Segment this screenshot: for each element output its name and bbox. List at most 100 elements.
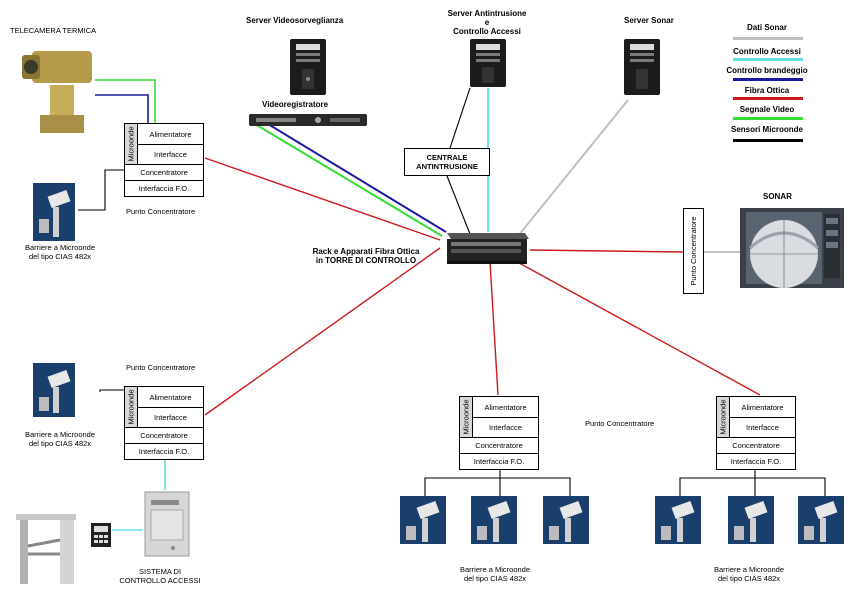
server-sonar-icon (624, 39, 660, 95)
microwave-side-label: Microonde (126, 389, 136, 425)
concentrator-cell: Concentratore (716, 437, 796, 454)
thermal-camera-title: TELECAMERA TERMICA (10, 26, 97, 35)
barrier-icon-5 (543, 496, 589, 544)
barriers-label-2: Barriere a Microonde del tipo CIAS 482x (15, 430, 105, 448)
barrier-icon-4 (471, 496, 517, 544)
barriers-label-3-line1: Barriere a Microonde (459, 565, 531, 574)
access-control-panel-icon (144, 491, 190, 557)
server-video-title: Server Videosorveglianza (246, 16, 344, 25)
video-recorder-icon (249, 114, 367, 126)
barrier-icon-7 (728, 496, 774, 544)
concentrator-cell: Concentratore (459, 437, 539, 454)
server-intrusion-icon (470, 39, 506, 87)
fo-interface-cell: Interfaccia F.O. (716, 453, 796, 470)
legend-swatch-ptz (733, 78, 803, 81)
barrier-icon-3 (400, 496, 446, 544)
server-sonar-title: Server Sonar (624, 16, 674, 25)
centrale-label: CENTRALE ANTINTRUSIONE (416, 153, 478, 171)
concentrator-box-2: Microonde Alimentatore Interfacce Concen… (124, 386, 204, 460)
server-intrusion-title-line2: e (484, 18, 490, 28)
legend-swatch-access-control (733, 58, 803, 61)
barrier-icon-2 (33, 363, 75, 417)
legend-swatch-sonar-data (733, 37, 803, 40)
power-supply-cell: Alimentatore (472, 396, 539, 418)
microwave-sensor-lines (78, 87, 826, 498)
microwave-side-label-box: Microonde (716, 396, 730, 438)
legend-label-sonar-data: Dati Sonar (746, 23, 787, 32)
access-system-title-line2: CONTROLLO ACCESSI (119, 575, 201, 585)
barriers-label-4: Barriere a Microonde del tipo CIAS 482x (704, 565, 794, 583)
access-system-title: SISTEMA DI CONTROLLO ACCESSI (105, 567, 215, 585)
interfaces-cell: Interfacce (137, 407, 204, 428)
barriers-label-2-line1: Barriere a Microonde (24, 430, 96, 439)
video-recorder-title: Videoregistratore (262, 100, 329, 109)
legend-label-fiber: Fibra Ottica (744, 86, 790, 95)
ptz-line-camera (95, 94, 149, 123)
barriers-label-3: Barriere a Microonde del tipo CIAS 482x (450, 565, 540, 583)
barrier-icon-8 (798, 496, 844, 544)
video-line-rack (254, 123, 443, 237)
punto-concentratore-label-1: Punto Concentratore (126, 207, 196, 216)
barriers-label-4-line2: del tipo CIAS 482x (717, 573, 781, 583)
server-intrusion-title-line1: Server Antintrusione (447, 9, 527, 18)
concentrator-cell: Concentratore (124, 427, 204, 444)
concentrator-box-4: Microonde Alimentatore Interfacce Concen… (716, 396, 796, 470)
sonar-screen-icon (740, 208, 844, 288)
server-video-icon (290, 39, 326, 95)
card-reader-icon (91, 523, 111, 547)
sonar-title: SONAR (763, 192, 792, 201)
legend-swatch-fiber (733, 97, 803, 100)
barriers-label-3-line2: del tipo CIAS 482x (463, 573, 527, 583)
legend-label-access-control: Controllo Accessi (733, 47, 801, 56)
microwave-side-label: Microonde (718, 399, 728, 435)
thermal-camera-icon (22, 51, 92, 133)
barrier-icon-1 (33, 183, 75, 241)
microwave-side-label: Microonde (461, 399, 471, 435)
barriers-label-1: Barriere a Microonde del tipo CIAS 482x (15, 243, 105, 261)
punto-concentratore-vertical-box: Punto Concentratore (683, 208, 704, 294)
microwave-side-label-box: Microonde (459, 396, 473, 438)
microwave-side-label: Microonde (126, 126, 136, 162)
legend-label-microwave: Sensori Microonde (730, 125, 803, 134)
legend-label-video: Segnale Video (739, 105, 795, 114)
punto-concentratore-label-2: Punto Concentratore (126, 363, 196, 372)
interfaces-cell: Interfacce (472, 417, 539, 438)
fiber-rack-icon (447, 233, 529, 264)
ptz-line-rack (267, 123, 447, 233)
legend-swatch-video (733, 117, 803, 120)
server-intrusion-title-line3: Controllo Accessi (453, 27, 521, 37)
rack-title-line2: in TORRE DI CONTROLLO (315, 256, 417, 266)
fo-interface-cell: Interfaccia F.O. (459, 453, 539, 470)
video-line-camera (95, 79, 156, 123)
legend-label-ptz: Controllo brandeggio (726, 66, 808, 75)
microwave-side-label-box: Microonde (124, 386, 138, 428)
centrale-antintrusione-box: CENTRALE ANTINTRUSIONE (404, 148, 490, 176)
barriers-label-1-line1: Barriere a Microonde (24, 243, 96, 252)
power-supply-cell: Alimentatore (137, 386, 204, 408)
barrier-icon-6 (655, 496, 701, 544)
concentrator-box-3: Microonde Alimentatore Interfacce Concen… (459, 396, 539, 470)
interfaces-cell: Interfacce (729, 417, 796, 438)
server-intrusion-title: Server Antintrusione e Controllo Accessi (432, 9, 542, 37)
power-supply-cell: Alimentatore (729, 396, 796, 418)
fiber-optic-lines (204, 157, 761, 416)
fo-interface-cell: Interfaccia F.O. (124, 180, 204, 197)
fo-interface-cell: Interfaccia F.O. (124, 443, 204, 460)
punto-concentratore-vertical-label: Punto Concentratore (688, 216, 698, 286)
punto-concentratore-label-3: Punto Concentratore (585, 419, 655, 428)
turnstile-icon (16, 514, 76, 584)
power-supply-cell: Alimentatore (137, 123, 204, 145)
access-system-title-line1: SISTEMA DI (138, 567, 182, 576)
legend-swatch-microwave (733, 139, 803, 142)
microwave-side-label-box: Microonde (124, 123, 138, 165)
rack-title-line1: Rack e Apparati Fibra Ottica (312, 247, 420, 256)
barriers-label-1-line2: del tipo CIAS 482x (28, 251, 92, 261)
concentrator-cell: Concentratore (124, 164, 204, 181)
rack-title: Rack e Apparati Fibra Ottica in TORRE DI… (306, 247, 426, 265)
concentrator-box-1: Microonde Alimentatore Interfacce Concen… (124, 123, 204, 197)
sonar-data-lines (517, 99, 742, 253)
barriers-label-4-line1: Barriere a Microonde (713, 565, 785, 574)
interfaces-cell: Interfacce (137, 144, 204, 165)
barriers-label-2-line2: del tipo CIAS 482x (28, 438, 92, 448)
